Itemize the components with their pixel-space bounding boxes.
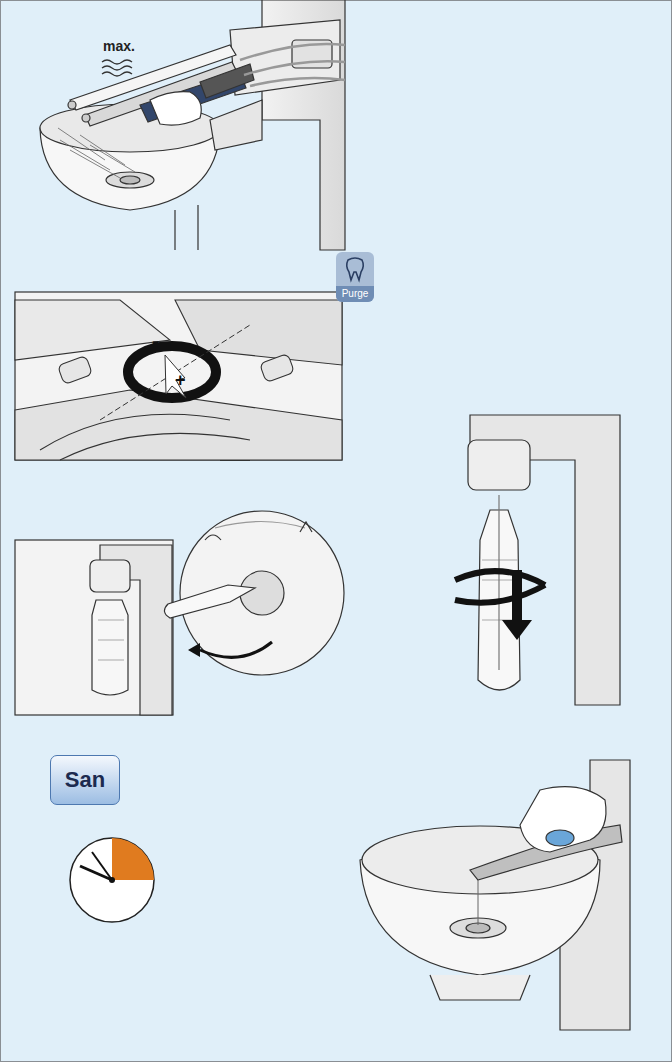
purge-button: Purge (336, 252, 374, 302)
button-label: Purge (336, 286, 374, 302)
tooth-icon (336, 252, 374, 286)
knob-sign: - (152, 328, 159, 354)
san-button: San (50, 755, 120, 805)
button-label: San (65, 767, 105, 793)
flow-label: max. (103, 38, 135, 54)
knob-sign: + (175, 370, 186, 391)
